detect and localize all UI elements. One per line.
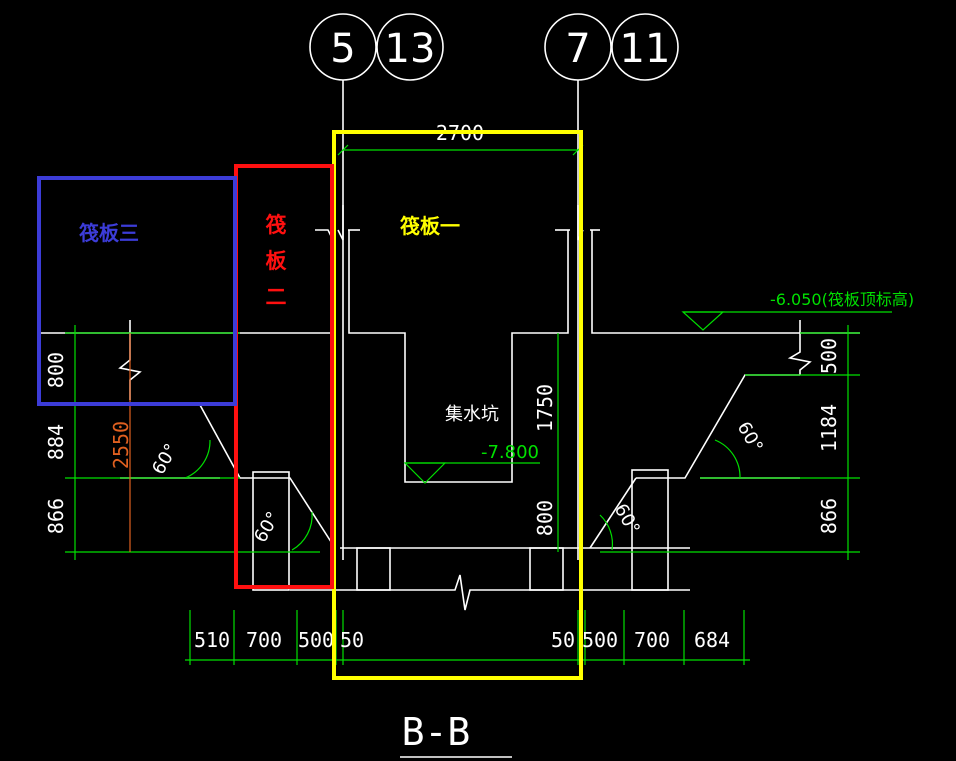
- svg-text:-6.050(筏板顶标高): -6.050(筏板顶标高): [770, 290, 914, 309]
- svg-text:50: 50: [551, 628, 575, 652]
- svg-text:-7.800: -7.800: [481, 442, 539, 463]
- raft-two-label-1: 筏: [266, 213, 287, 237]
- section-title: B-B: [400, 710, 512, 758]
- svg-text:500: 500: [298, 628, 334, 652]
- svg-text:13: 13: [385, 26, 436, 72]
- svg-text:60°: 60°: [610, 500, 644, 538]
- pit-elevation: -7.800: [403, 442, 540, 484]
- dim-pit: 1750 800: [533, 333, 559, 552]
- raft-three-box: [37, 176, 237, 406]
- angle-left-upper: 60°: [148, 439, 211, 479]
- svg-text:50: 50: [340, 628, 364, 652]
- axis-bubble-7: 7: [544, 13, 612, 81]
- dim-top-width: 2700: [337, 121, 584, 156]
- svg-text:866: 866: [44, 498, 68, 534]
- pile-right-inner: [529, 547, 564, 591]
- svg-text:2550: 2550: [109, 421, 133, 469]
- angle-right-upper: 60°: [714, 418, 767, 479]
- raft-two-label-3: 二: [266, 285, 287, 309]
- raft-one-label: 筏板一: [400, 214, 460, 238]
- svg-text:800: 800: [44, 352, 68, 388]
- axis-bubble-5: 5: [309, 13, 377, 81]
- dim-right-stack: 500 1184 866: [600, 325, 860, 560]
- pile-left-inner: [356, 547, 391, 591]
- svg-text:700: 700: [246, 628, 282, 652]
- angle-right-lower: 60°: [599, 500, 644, 551]
- pile-right-outer: [631, 469, 669, 591]
- svg-text:60°: 60°: [148, 440, 182, 478]
- dim-left-2550: 2550: [109, 333, 133, 552]
- svg-text:7: 7: [565, 26, 590, 72]
- svg-text:500: 500: [817, 338, 841, 374]
- dim-bottom: 510 700 500 50 50 500 700 684: [185, 610, 750, 665]
- svg-text:60°: 60°: [250, 508, 284, 546]
- svg-text:684: 684: [694, 628, 730, 652]
- angle-left-lower: 60°: [250, 508, 313, 551]
- svg-text:60°: 60°: [733, 418, 767, 456]
- pile-left-outer: [252, 471, 290, 591]
- svg-text:500: 500: [582, 628, 618, 652]
- svg-text:700: 700: [634, 628, 670, 652]
- svg-text:11: 11: [620, 26, 671, 72]
- svg-text:1184: 1184: [817, 404, 841, 452]
- svg-text:510: 510: [194, 628, 230, 652]
- raft-two-label-2: 板: [266, 249, 288, 273]
- raft-three-label: 筏板三: [79, 221, 139, 245]
- svg-text:5: 5: [330, 26, 355, 72]
- dim-left-stack: 800 884 866: [44, 325, 320, 560]
- raft-top-elevation: -6.050(筏板顶标高): [681, 290, 914, 331]
- svg-text:884: 884: [44, 424, 68, 460]
- pit-name: 集水坑: [445, 404, 499, 425]
- axis-bubble-13: 13: [376, 13, 444, 81]
- svg-text:800: 800: [533, 500, 557, 536]
- svg-text:1750: 1750: [533, 384, 557, 432]
- axis-bubble-11: 11: [611, 13, 679, 81]
- svg-text:B-B: B-B: [402, 710, 471, 754]
- svg-text:866: 866: [817, 498, 841, 534]
